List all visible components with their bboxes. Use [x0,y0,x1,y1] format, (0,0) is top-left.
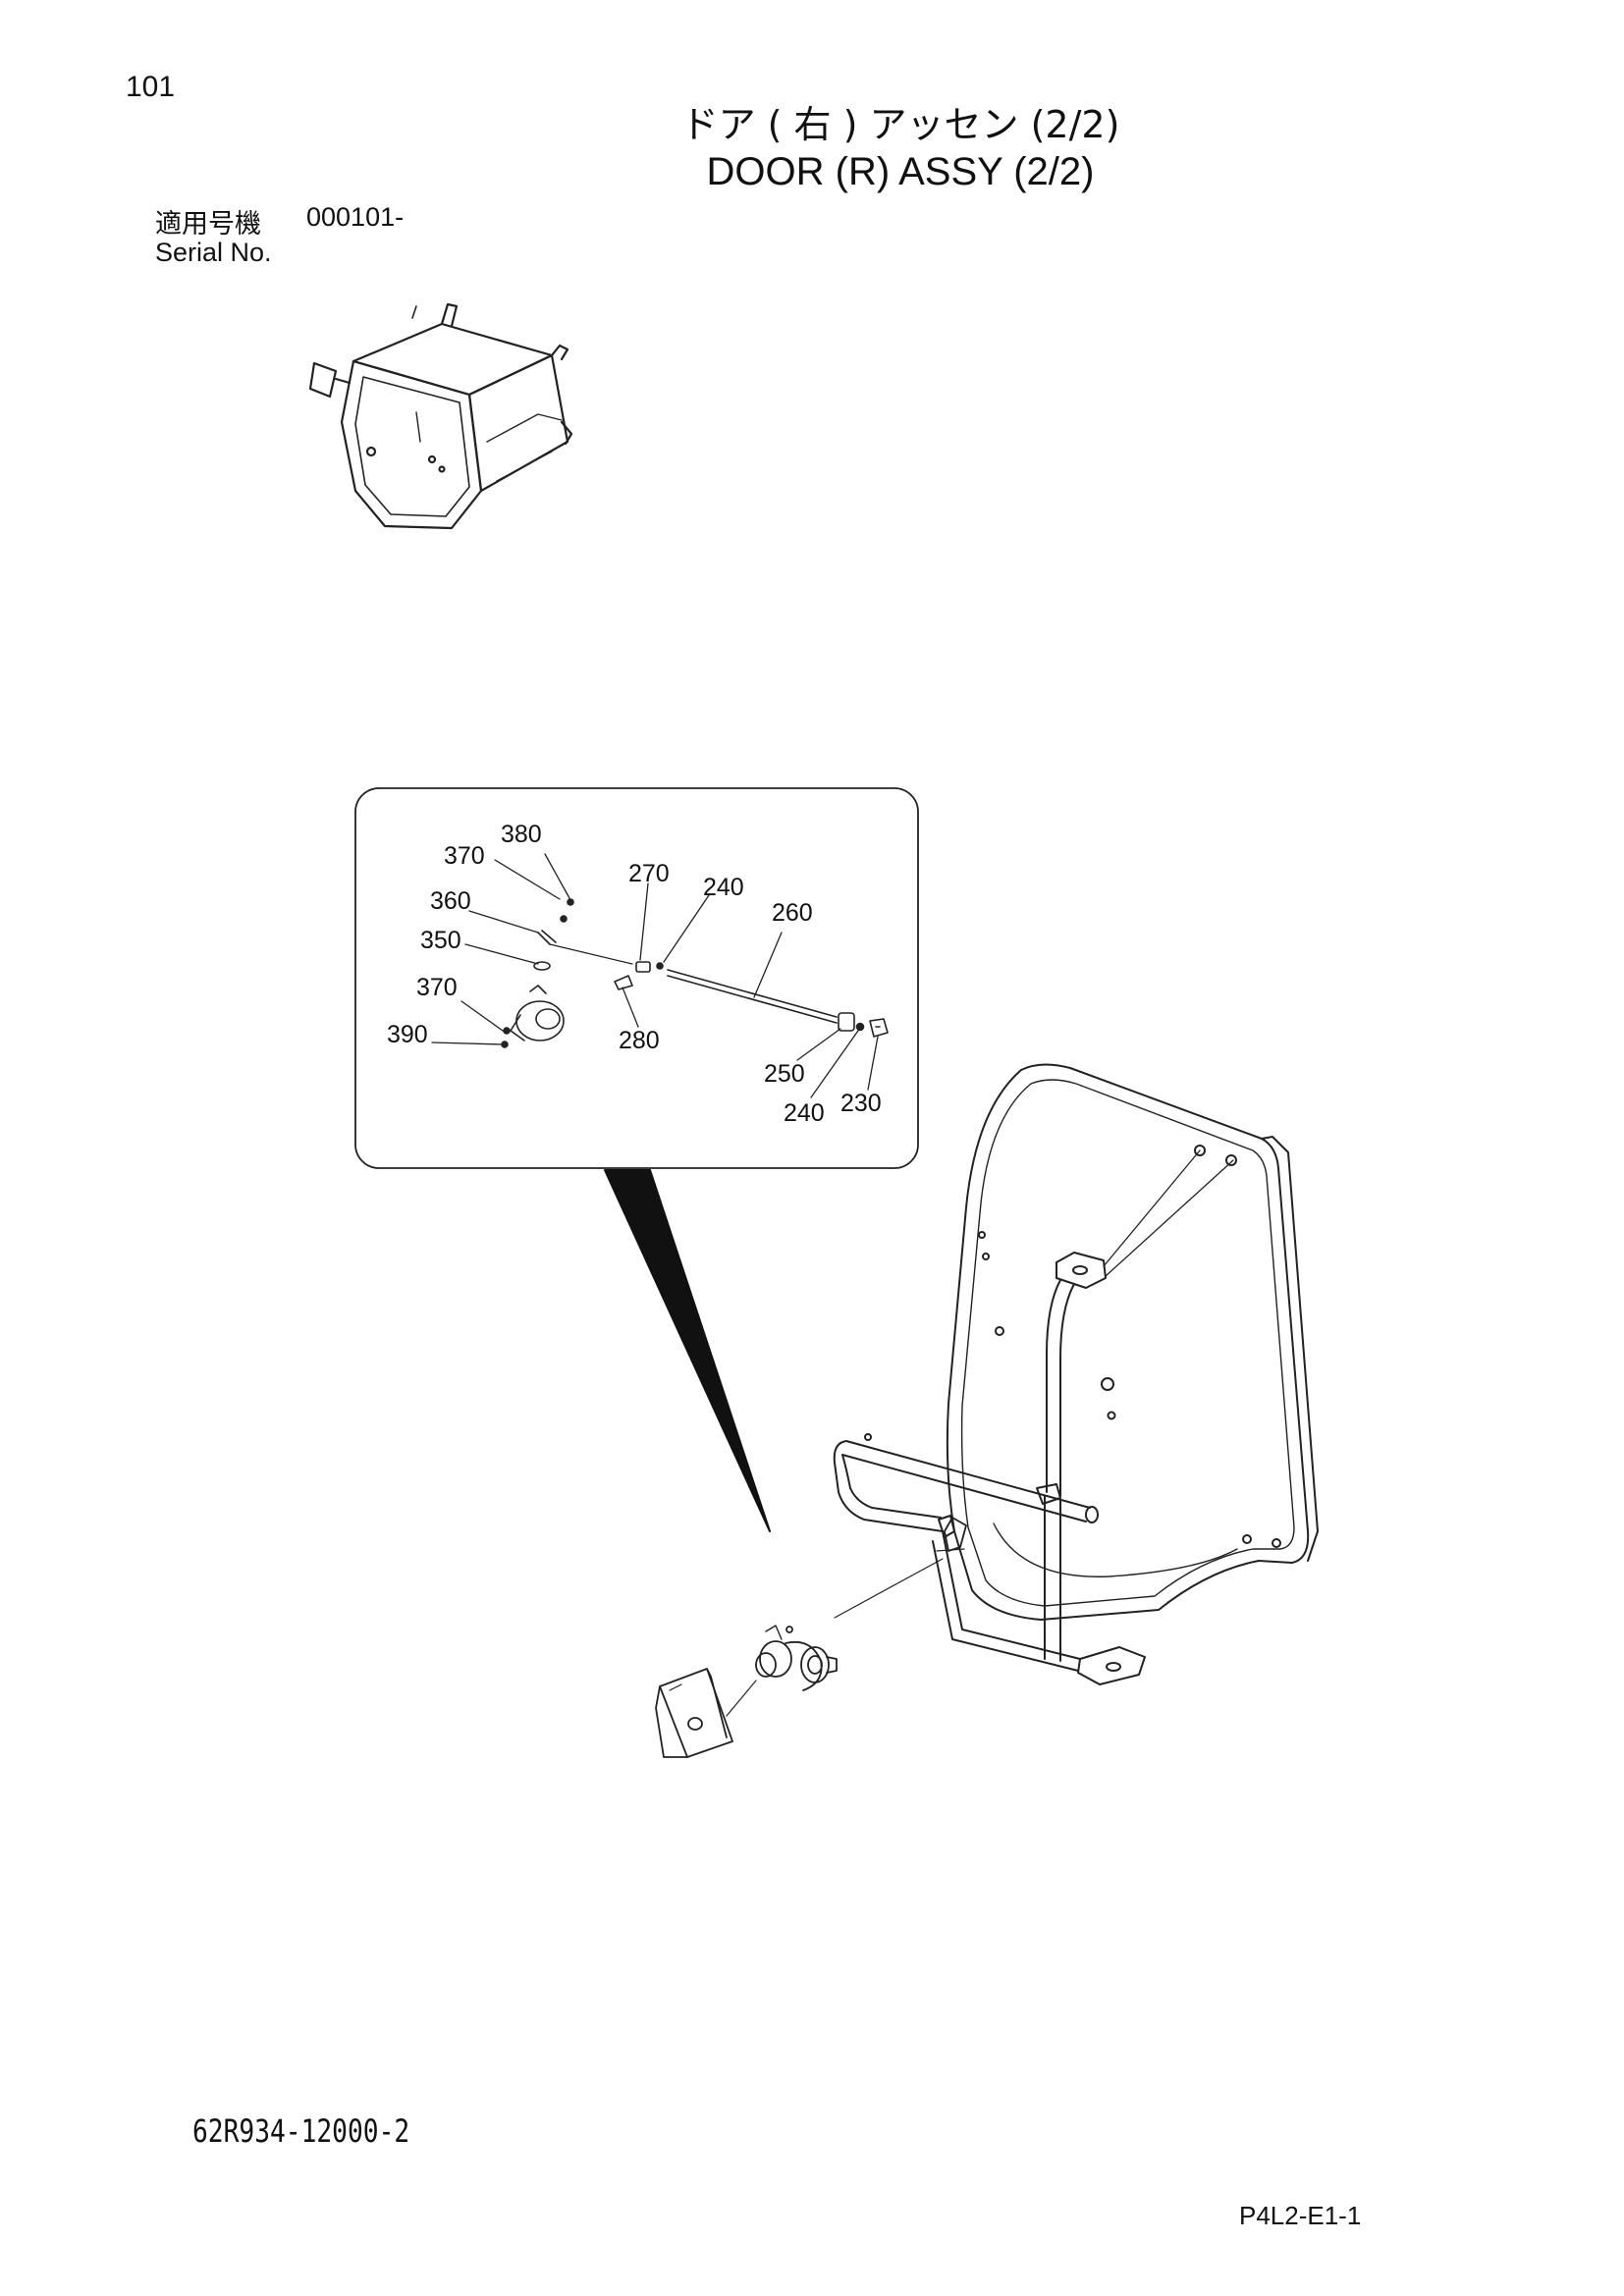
detail-inset-frame [354,787,919,1169]
callout-390: 390 [387,1021,428,1048]
callout-leaders [431,853,879,1098]
door-lock-assembly [726,1517,967,1717]
drawing-number: 62R934-12000-2 [192,2112,410,2150]
callout-260: 260 [772,899,813,927]
callout-240-lower: 240 [784,1099,825,1127]
serial-label-english: Serial No. [155,238,272,267]
mounting-bracket [655,1668,733,1758]
callout-360: 360 [430,887,471,915]
door-frame-rail [833,1149,1234,1685]
page-number: 101 [126,71,176,103]
page-code: P4L2-E1-1 [1239,2201,1362,2230]
callout-240-upper: 240 [703,874,744,901]
detail-pointer-wedge [604,1169,771,1532]
callout-280: 280 [619,1027,660,1054]
cab-overview-illustration [308,302,573,530]
callout-380: 380 [501,821,542,848]
callout-370-upper: 370 [444,842,485,870]
callout-350: 350 [420,927,461,954]
page-title-english: DOOR (R) ASSY (2/2) [706,150,1095,193]
serial-label-japanese: 適用号機 [155,209,261,240]
page-title-japanese: ドア ( 右 ) アッセン (2/2) [680,103,1120,146]
callout-250: 250 [764,1060,805,1088]
callout-370-lower: 370 [416,974,458,1001]
callout-270: 270 [628,860,670,887]
door-panel [946,1063,1319,1621]
serial-number-value: 000101- [306,202,405,232]
callout-230: 230 [840,1090,882,1117]
inset-lock-parts [501,898,889,1048]
